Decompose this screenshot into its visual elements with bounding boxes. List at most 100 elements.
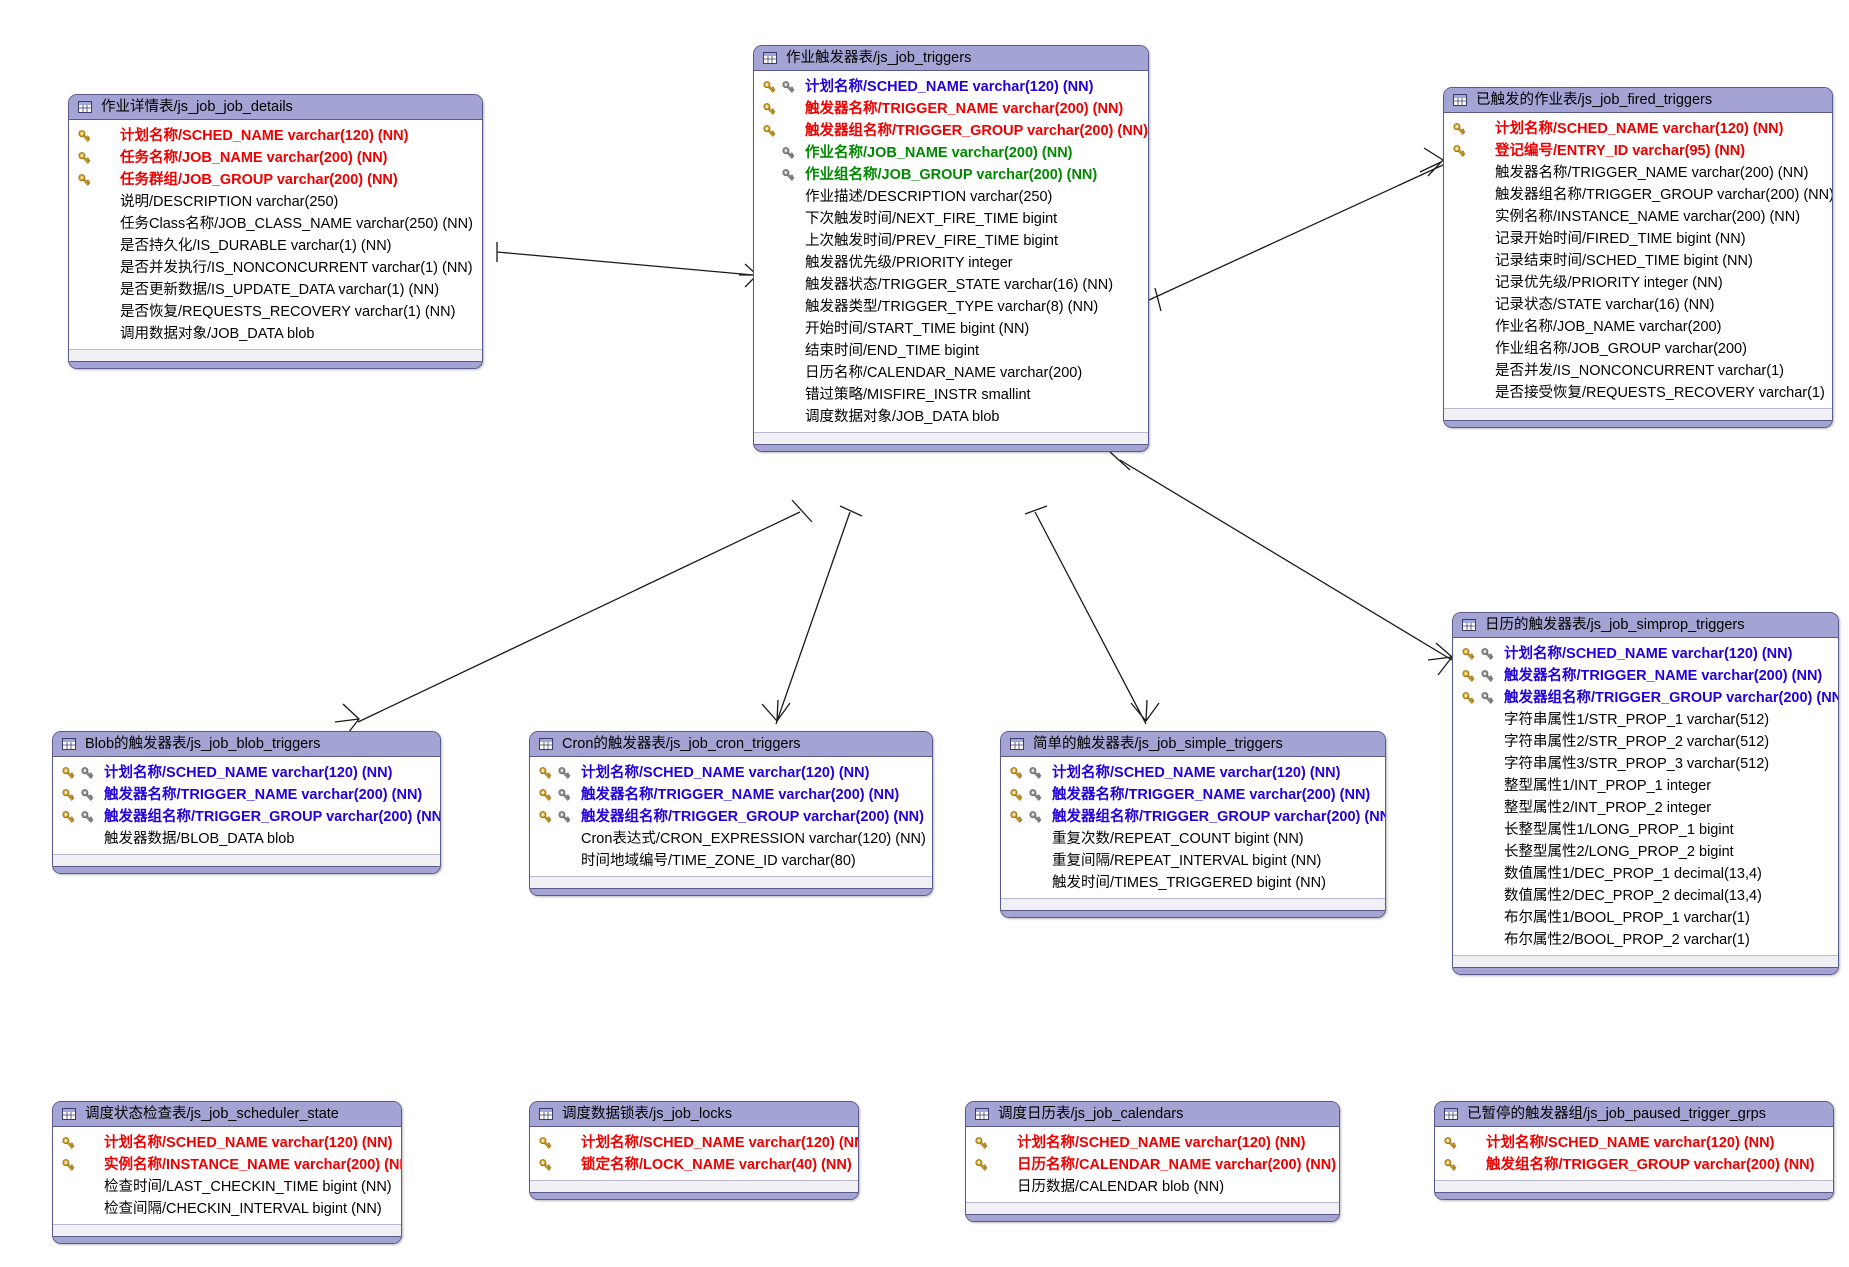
entity-locks[interactable]: 调度数据锁表/js_job_locks 计划名称/SCHED_NAME varch…: [529, 1101, 859, 1200]
attribute-row[interactable]: 下次触发时间/NEXT_FIRE_TIME bigint: [754, 208, 1148, 230]
entity-header-blob_triggers[interactable]: Blob的触发器表/js_job_blob_triggers: [53, 732, 440, 757]
attribute-row[interactable]: 计划名称/SCHED_NAME varchar(120) (NN): [754, 76, 1148, 98]
attribute-row[interactable]: 任务群组/JOB_GROUP varchar(200) (NN): [69, 169, 482, 191]
entity-simple_triggers[interactable]: 简单的触发器表/js_job_simple_triggers 计划名称/SCHED…: [1000, 731, 1386, 918]
attribute-row[interactable]: 结束时间/END_TIME bigint: [754, 340, 1148, 362]
attribute-row[interactable]: 触发器数据/BLOB_DATA blob: [53, 828, 440, 850]
attribute-row[interactable]: 说明/DESCRIPTION varchar(250): [69, 191, 482, 213]
attribute-row[interactable]: Cron表达式/CRON_EXPRESSION varchar(120) (NN…: [530, 828, 932, 850]
attribute-row[interactable]: 计划名称/SCHED_NAME varchar(120) (NN): [53, 762, 440, 784]
attribute-row[interactable]: 日历数据/CALENDAR blob (NN): [966, 1176, 1339, 1198]
attribute-row[interactable]: 实例名称/INSTANCE_NAME varchar(200) (NN): [1444, 206, 1832, 228]
entity-header-job_details[interactable]: 作业详情表/js_job_job_details: [69, 95, 482, 120]
attribute-row[interactable]: 触发器组名称/TRIGGER_GROUP varchar(200) (NN): [530, 806, 932, 828]
attribute-row[interactable]: 计划名称/SCHED_NAME varchar(120) (NN): [966, 1132, 1339, 1154]
attribute-row[interactable]: 触发器组名称/TRIGGER_GROUP varchar(200) (NN): [1444, 184, 1832, 206]
attribute-row[interactable]: 任务名称/JOB_NAME varchar(200) (NN): [69, 147, 482, 169]
entity-header-cron_triggers[interactable]: Cron的触发器表/js_job_cron_triggers: [530, 732, 932, 757]
attribute-row[interactable]: 数值属性1/DEC_PROP_1 decimal(13,4): [1453, 863, 1838, 885]
attribute-row[interactable]: 登记编号/ENTRY_ID varchar(95) (NN): [1444, 140, 1832, 162]
attribute-row[interactable]: 整型属性1/INT_PROP_1 integer: [1453, 775, 1838, 797]
entity-job_triggers[interactable]: 作业触发器表/js_job_triggers 计划名称/SCHED_NAME va…: [753, 45, 1149, 452]
attribute-row[interactable]: 作业组名称/JOB_GROUP varchar(200): [1444, 338, 1832, 360]
entity-header-calendars[interactable]: 调度日历表/js_job_calendars: [966, 1102, 1339, 1127]
entity-paused_trigger_grps[interactable]: 已暂停的触发器组/js_job_paused_trigger_grps 计划名称/…: [1434, 1101, 1834, 1200]
attribute-row[interactable]: 触发组名称/TRIGGER_GROUP varchar(200) (NN): [1435, 1154, 1833, 1176]
attribute-row[interactable]: 计划名称/SCHED_NAME varchar(120) (NN): [1001, 762, 1385, 784]
entity-header-fired_triggers[interactable]: 已触发的作业表/js_job_fired_triggers: [1444, 88, 1832, 113]
entity-fired_triggers[interactable]: 已触发的作业表/js_job_fired_triggers 计划名称/SCHED_…: [1443, 87, 1833, 428]
attribute-row[interactable]: 是否更新数据/IS_UPDATE_DATA varchar(1) (NN): [69, 279, 482, 301]
attribute-row[interactable]: 触发器组名称/TRIGGER_GROUP varchar(200) (NN): [754, 120, 1148, 142]
attribute-row[interactable]: 触发器名称/TRIGGER_NAME varchar(200) (NN): [1001, 784, 1385, 806]
entity-blob_triggers[interactable]: Blob的触发器表/js_job_blob_triggers 计划名称/SCHED…: [52, 731, 441, 874]
attribute-row[interactable]: 是否并发执行/IS_NONCONCURRENT varchar(1) (NN): [69, 257, 482, 279]
attribute-row[interactable]: 计划名称/SCHED_NAME varchar(120) (NN): [1453, 643, 1838, 665]
attribute-row[interactable]: 计划名称/SCHED_NAME varchar(120) (NN): [530, 1132, 858, 1154]
entity-header-simprop_triggers[interactable]: 日历的触发器表/js_job_simprop_triggers: [1453, 613, 1838, 638]
attribute-row[interactable]: 错过策略/MISFIRE_INSTR smallint: [754, 384, 1148, 406]
attribute-row[interactable]: 作业描述/DESCRIPTION varchar(250): [754, 186, 1148, 208]
attribute-row[interactable]: 长整型属性1/LONG_PROP_1 bigint: [1453, 819, 1838, 841]
attribute-row[interactable]: 日历名称/CALENDAR_NAME varchar(200): [754, 362, 1148, 384]
attribute-row[interactable]: 计划名称/SCHED_NAME varchar(120) (NN): [530, 762, 932, 784]
attribute-row[interactable]: 触发器组名称/TRIGGER_GROUP varchar(200) (NN): [1001, 806, 1385, 828]
attribute-row[interactable]: 触发器名称/TRIGGER_NAME varchar(200) (NN): [530, 784, 932, 806]
attribute-row[interactable]: 是否持久化/IS_DURABLE varchar(1) (NN): [69, 235, 482, 257]
attribute-row[interactable]: 触发器状态/TRIGGER_STATE varchar(16) (NN): [754, 274, 1148, 296]
attribute-row[interactable]: 作业名称/JOB_NAME varchar(200) (NN): [754, 142, 1148, 164]
attribute-row[interactable]: 字符串属性1/STR_PROP_1 varchar(512): [1453, 709, 1838, 731]
attribute-row[interactable]: 任务Class名称/JOB_CLASS_NAME varchar(250) (N…: [69, 213, 482, 235]
attribute-row[interactable]: 触发器类型/TRIGGER_TYPE varchar(8) (NN): [754, 296, 1148, 318]
attribute-row[interactable]: 计划名称/SCHED_NAME varchar(120) (NN): [1435, 1132, 1833, 1154]
attribute-row[interactable]: 开始时间/START_TIME bigint (NN): [754, 318, 1148, 340]
entity-cron_triggers[interactable]: Cron的触发器表/js_job_cron_triggers 计划名称/SCHED…: [529, 731, 933, 896]
attribute-row[interactable]: 重复次数/REPEAT_COUNT bigint (NN): [1001, 828, 1385, 850]
attribute-row[interactable]: 作业组名称/JOB_GROUP varchar(200) (NN): [754, 164, 1148, 186]
attribute-row[interactable]: 记录结束时间/SCHED_TIME bigint (NN): [1444, 250, 1832, 272]
attribute-row[interactable]: 触发器组名称/TRIGGER_GROUP varchar(200) (NN): [1453, 687, 1838, 709]
entity-header-simple_triggers[interactable]: 简单的触发器表/js_job_simple_triggers: [1001, 732, 1385, 757]
attribute-row[interactable]: 检查时间/LAST_CHECKIN_TIME bigint (NN): [53, 1176, 401, 1198]
attribute-row[interactable]: 日历名称/CALENDAR_NAME varchar(200) (NN): [966, 1154, 1339, 1176]
attribute-row[interactable]: 调用数据对象/JOB_DATA blob: [69, 323, 482, 345]
attribute-row[interactable]: 字符串属性2/STR_PROP_2 varchar(512): [1453, 731, 1838, 753]
attribute-row[interactable]: 触发器名称/TRIGGER_NAME varchar(200) (NN): [1453, 665, 1838, 687]
attribute-row[interactable]: 实例名称/INSTANCE_NAME varchar(200) (NN): [53, 1154, 401, 1176]
attribute-row[interactable]: 是否接受恢复/REQUESTS_RECOVERY varchar(1): [1444, 382, 1832, 404]
attribute-row[interactable]: 触发器名称/TRIGGER_NAME varchar(200) (NN): [1444, 162, 1832, 184]
attribute-row[interactable]: 触发器组名称/TRIGGER_GROUP varchar(200) (NN): [53, 806, 440, 828]
attribute-row[interactable]: 计划名称/SCHED_NAME varchar(120) (NN): [1444, 118, 1832, 140]
attribute-row[interactable]: 数值属性2/DEC_PROP_2 decimal(13,4): [1453, 885, 1838, 907]
attribute-row[interactable]: 布尔属性2/BOOL_PROP_2 varchar(1): [1453, 929, 1838, 951]
attribute-row[interactable]: 锁定名称/LOCK_NAME varchar(40) (NN): [530, 1154, 858, 1176]
attribute-row[interactable]: 触发时间/TIMES_TRIGGERED bigint (NN): [1001, 872, 1385, 894]
entity-job_details[interactable]: 作业详情表/js_job_job_details 计划名称/SCHED_NAME …: [68, 94, 483, 369]
entity-simprop_triggers[interactable]: 日历的触发器表/js_job_simprop_triggers 计划名称/SCHE…: [1452, 612, 1839, 975]
entity-header-locks[interactable]: 调度数据锁表/js_job_locks: [530, 1102, 858, 1127]
attribute-row[interactable]: 记录优先级/PRIORITY integer (NN): [1444, 272, 1832, 294]
entity-header-paused_trigger_grps[interactable]: 已暂停的触发器组/js_job_paused_trigger_grps: [1435, 1102, 1833, 1127]
entity-scheduler_state[interactable]: 调度状态检查表/js_job_scheduler_state 计划名称/SCHED…: [52, 1101, 402, 1244]
attribute-row[interactable]: 触发器名称/TRIGGER_NAME varchar(200) (NN): [754, 98, 1148, 120]
attribute-row[interactable]: 记录开始时间/FIRED_TIME bigint (NN): [1444, 228, 1832, 250]
attribute-row[interactable]: 记录状态/STATE varchar(16) (NN): [1444, 294, 1832, 316]
attribute-row[interactable]: 是否并发/IS_NONCONCURRENT varchar(1): [1444, 360, 1832, 382]
attribute-row[interactable]: 计划名称/SCHED_NAME varchar(120) (NN): [53, 1132, 401, 1154]
attribute-row[interactable]: 触发器优先级/PRIORITY integer: [754, 252, 1148, 274]
attribute-row[interactable]: 字符串属性3/STR_PROP_3 varchar(512): [1453, 753, 1838, 775]
attribute-row[interactable]: 检查间隔/CHECKIN_INTERVAL bigint (NN): [53, 1198, 401, 1220]
attribute-row[interactable]: 调度数据对象/JOB_DATA blob: [754, 406, 1148, 428]
entity-header-scheduler_state[interactable]: 调度状态检查表/js_job_scheduler_state: [53, 1102, 401, 1127]
entity-header-job_triggers[interactable]: 作业触发器表/js_job_triggers: [754, 46, 1148, 71]
attribute-row[interactable]: 作业名称/JOB_NAME varchar(200): [1444, 316, 1832, 338]
attribute-row[interactable]: 计划名称/SCHED_NAME varchar(120) (NN): [69, 125, 482, 147]
attribute-row[interactable]: 布尔属性1/BOOL_PROP_1 varchar(1): [1453, 907, 1838, 929]
attribute-row[interactable]: 是否恢复/REQUESTS_RECOVERY varchar(1) (NN): [69, 301, 482, 323]
attribute-row[interactable]: 触发器名称/TRIGGER_NAME varchar(200) (NN): [53, 784, 440, 806]
attribute-row[interactable]: 长整型属性2/LONG_PROP_2 bigint: [1453, 841, 1838, 863]
attribute-row[interactable]: 重复间隔/REPEAT_INTERVAL bigint (NN): [1001, 850, 1385, 872]
attribute-row[interactable]: 时间地域编号/TIME_ZONE_ID varchar(80): [530, 850, 932, 872]
attribute-row[interactable]: 上次触发时间/PREV_FIRE_TIME bigint: [754, 230, 1148, 252]
entity-calendars[interactable]: 调度日历表/js_job_calendars 计划名称/SCHED_NAME va…: [965, 1101, 1340, 1222]
